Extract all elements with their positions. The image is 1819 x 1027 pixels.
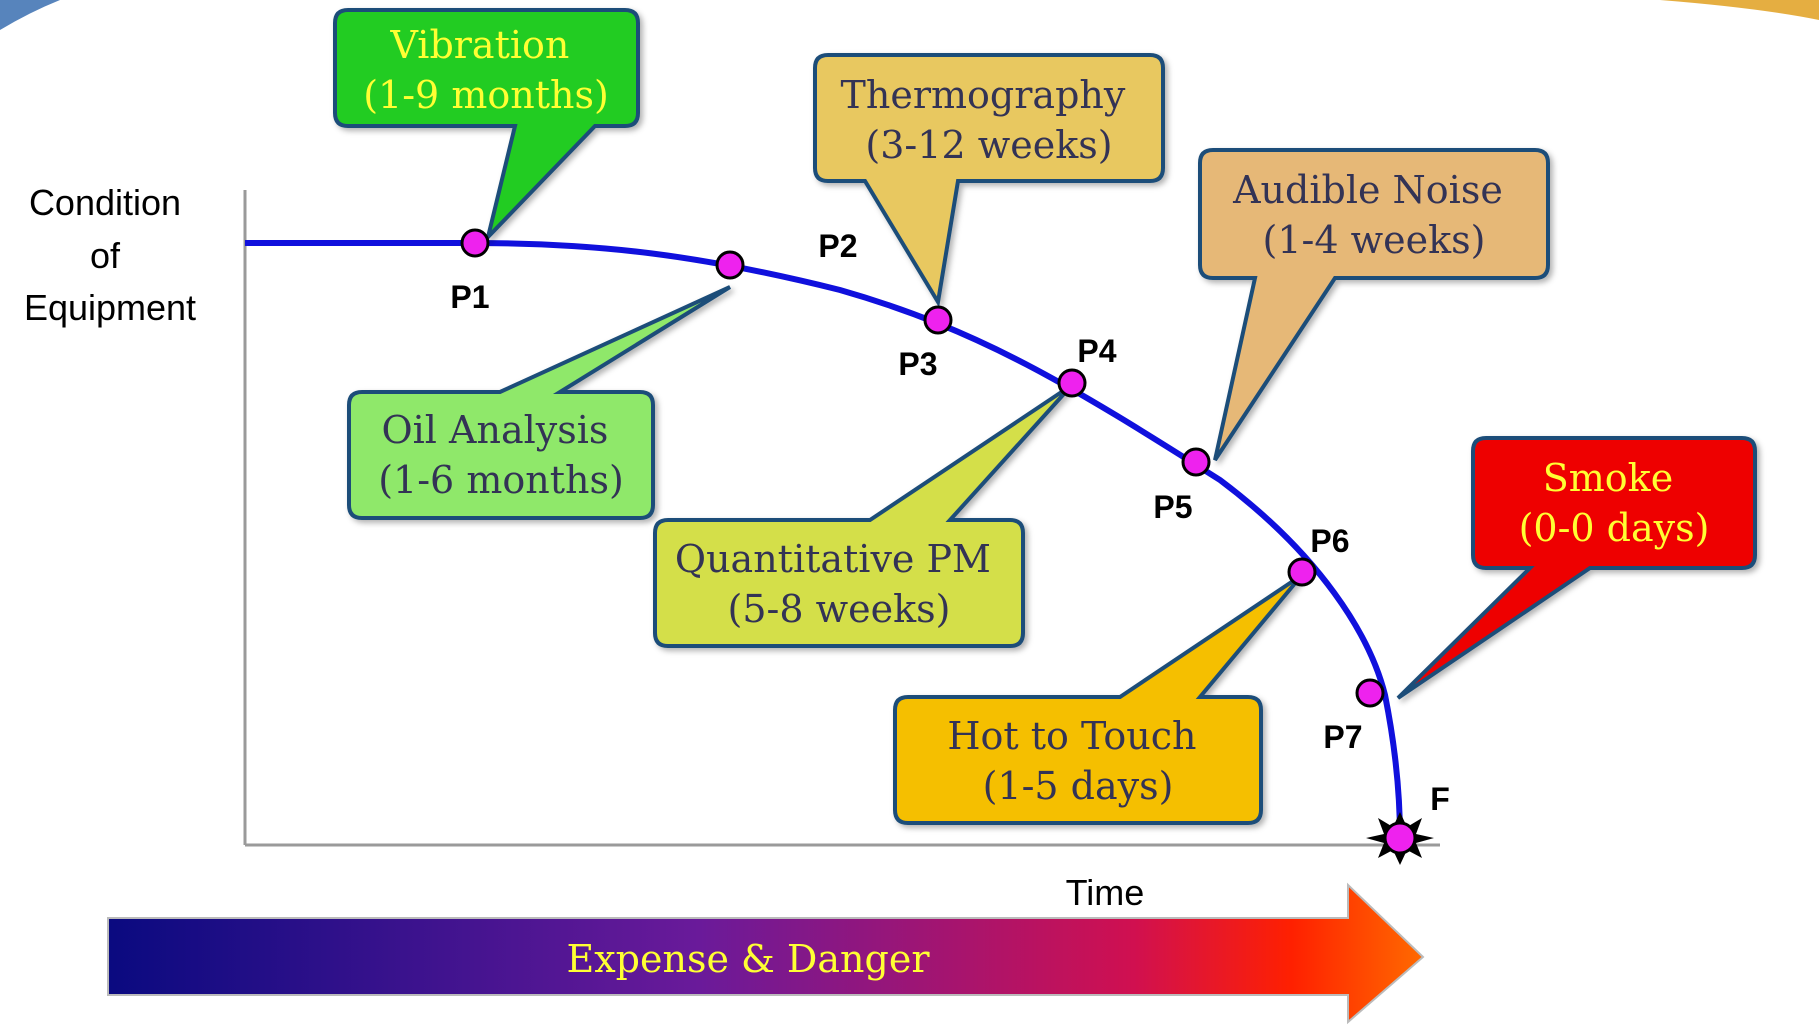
pf-curve [245,240,1403,839]
callout-vibration [333,8,640,244]
point-p1-marker [460,228,490,258]
point-p3-marker [923,305,953,335]
callout-hot-to-touch [893,573,1304,825]
callout-smoke-text: Smoke (0-0 days) [1519,456,1710,550]
callout-hot-to-touch-text: Hot to Touch (1-5 days) [947,714,1208,808]
point-p6-marker [1287,557,1317,587]
expense-danger-label: Expense & Danger [566,937,930,981]
callout-oil-analysis-text: Oil Analysis (1-6 months) [378,408,624,502]
header-band [0,0,1819,30]
callout-thermography [813,53,1165,308]
point-p7-label: P7 [1323,719,1362,755]
callout-quantitative-pm-text: Quantitative PM (5-8 weeks) [675,537,1003,631]
callout-smoke [1396,436,1757,700]
point-p3-label: P3 [898,346,937,382]
point-p4-label: P4 [1077,333,1116,369]
point-p1-label: P1 [450,279,489,315]
point-p6-label: P6 [1310,523,1349,559]
y-axis-label: Condition of Equipment [24,182,196,328]
callout-audible-noise [1198,148,1550,462]
callout-quantitative-pm [653,383,1074,648]
callout-audible-noise-text: Audible Noise (1-4 weeks) [1232,168,1515,262]
callout-thermography-text: Thermography (3-12 weeks) [841,73,1138,167]
x-axis-label: Time [1066,872,1145,913]
point-p5-label: P5 [1153,489,1192,525]
callout-vibration-text: Vibration (1-9 months) [363,23,609,117]
point-p7-marker [1355,678,1385,708]
callout-oil-analysis [347,285,732,520]
point-f-label: F [1430,781,1450,817]
point-p2-marker [715,250,745,280]
point-f-marker [1383,821,1417,855]
point-p4-marker [1057,368,1087,398]
point-p5-marker [1181,447,1211,477]
expense-danger-arrow [107,882,1425,1025]
point-p2-label: P2 [818,228,857,264]
